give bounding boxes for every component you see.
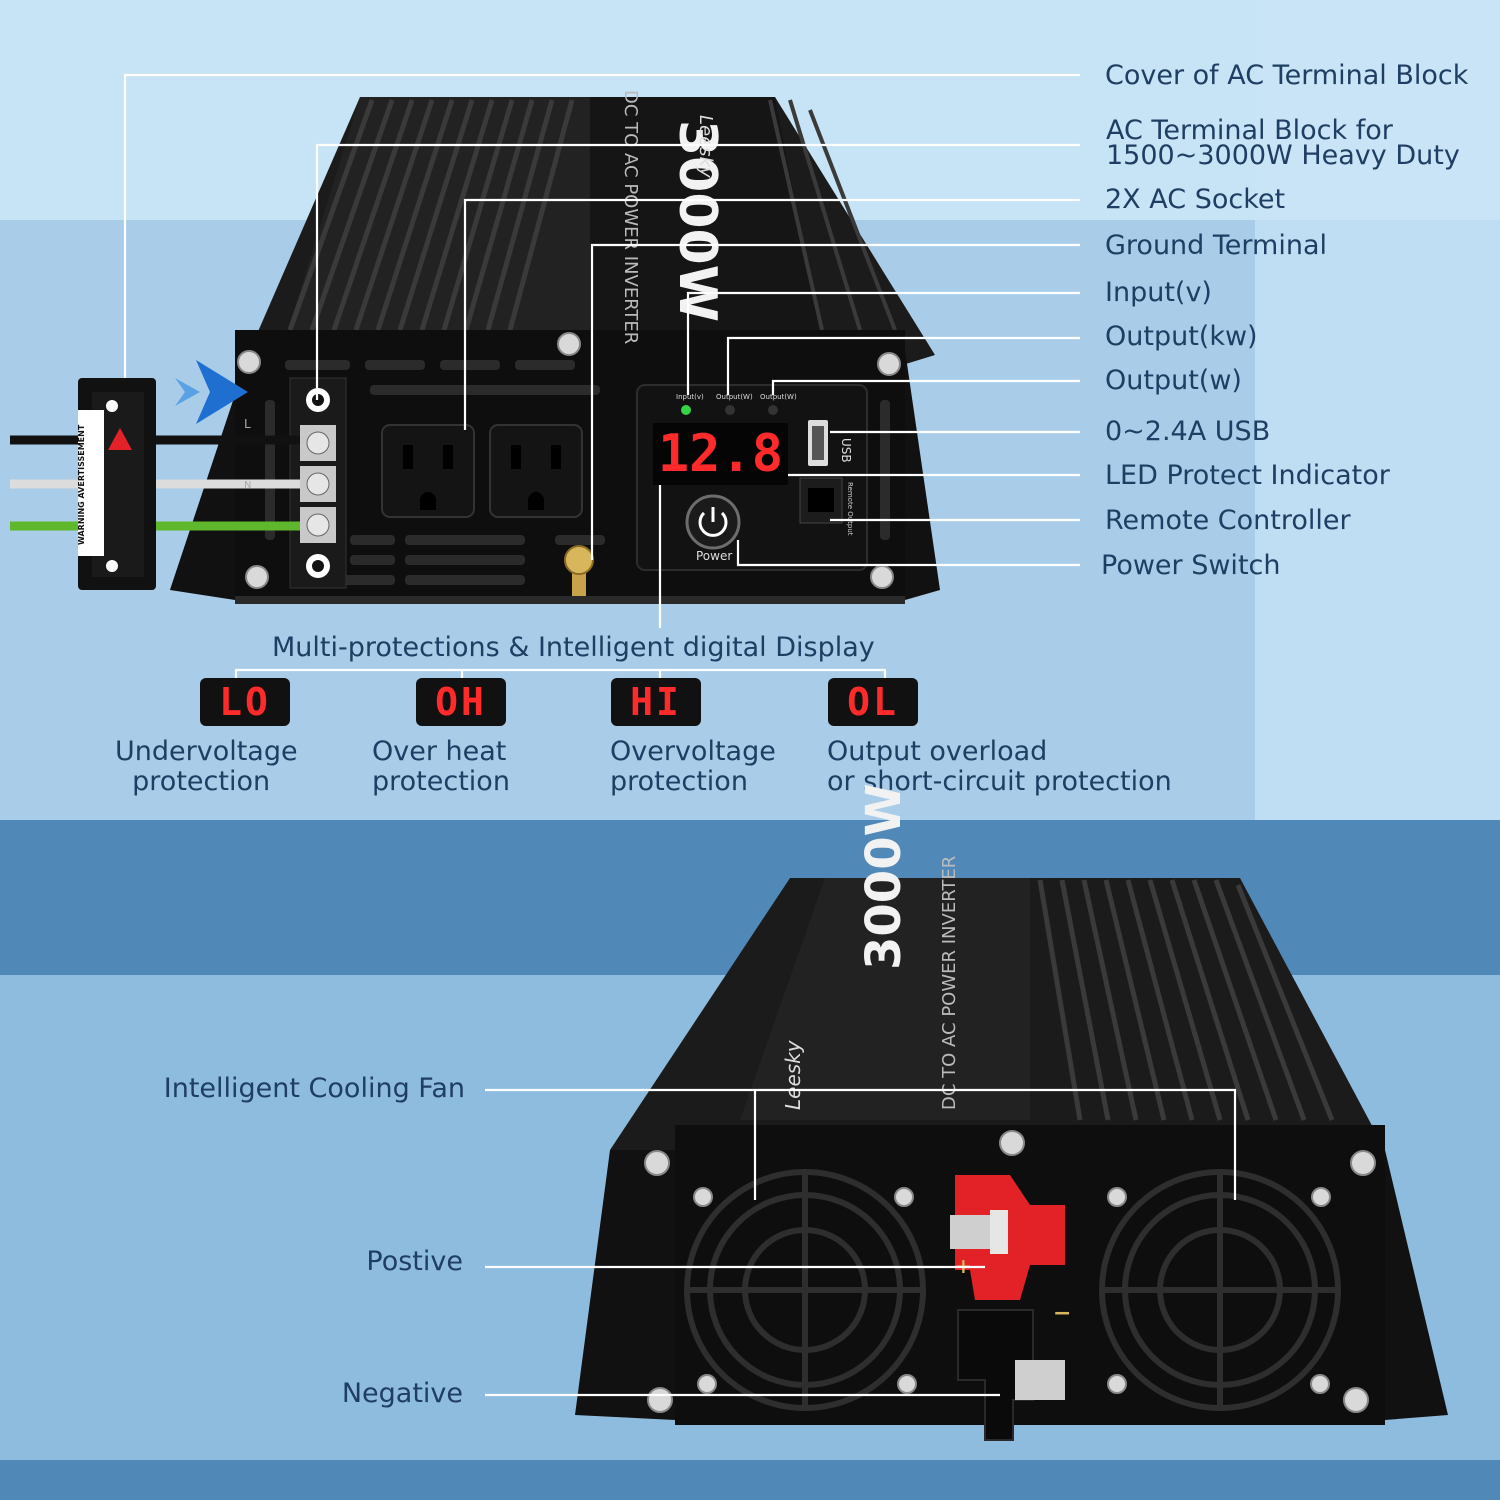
protection-code-oh: OH [416,678,506,726]
callout-cooling-fan: Intelligent Cooling Fan [163,1073,465,1104]
protection-code-ol: OL [828,678,918,726]
callout-usb: 0~2.4A USB [1105,416,1271,447]
protection-code-lo: LO [200,678,290,726]
protection-label-overheat: Over heat protection [372,736,510,797]
callout-led-indicator: LED Protect Indicator [1105,460,1390,491]
protection-code-hi: HI [611,678,701,726]
callout-output-w: Output(w) [1105,365,1242,396]
callout-ground-terminal: Ground Terminal [1105,230,1327,261]
svg-text:Leesky: Leesky [781,1039,805,1110]
callout-output-kw: Output(kw) [1105,321,1258,352]
protection-label-overvoltage: Overvoltage protection [610,736,776,797]
callout-ac-terminal-block-line2: 1500~3000W Heavy Duty [1106,140,1460,171]
svg-text:−: − [1053,1301,1071,1326]
callout-ac-socket: 2X AC Socket [1105,184,1286,215]
svg-text:DC TO AC POWER INVERTER: DC TO AC POWER INVERTER [939,856,960,1110]
callout-cover-ac-terminal: Cover of AC Terminal Block [1105,60,1469,91]
svg-text:+: + [955,1254,972,1278]
callout-input-v: Input(v) [1105,277,1212,308]
svg-text:WARNING AVERTISSEMENT: WARNING AVERTISSEMENT [77,424,86,545]
protection-label-overload: Output overload or short-circuit protect… [827,736,1172,797]
protection-label-undervoltage: Undervoltage protection [115,736,298,797]
callout-remote-controller: Remote Controller [1105,505,1351,536]
callout-negative: Negative [341,1378,463,1409]
callout-ac-terminal-block-line1: AC Terminal Block for [1106,115,1393,146]
svg-text:3000W: 3000W [856,783,912,970]
svg-text:N: N [244,480,251,491]
callout-positive: Postive [366,1246,463,1277]
protections-heading: Multi-protections & Intelligent digital … [272,632,875,663]
callout-power-switch: Power Switch [1101,550,1281,581]
svg-text:L: L [244,417,251,431]
